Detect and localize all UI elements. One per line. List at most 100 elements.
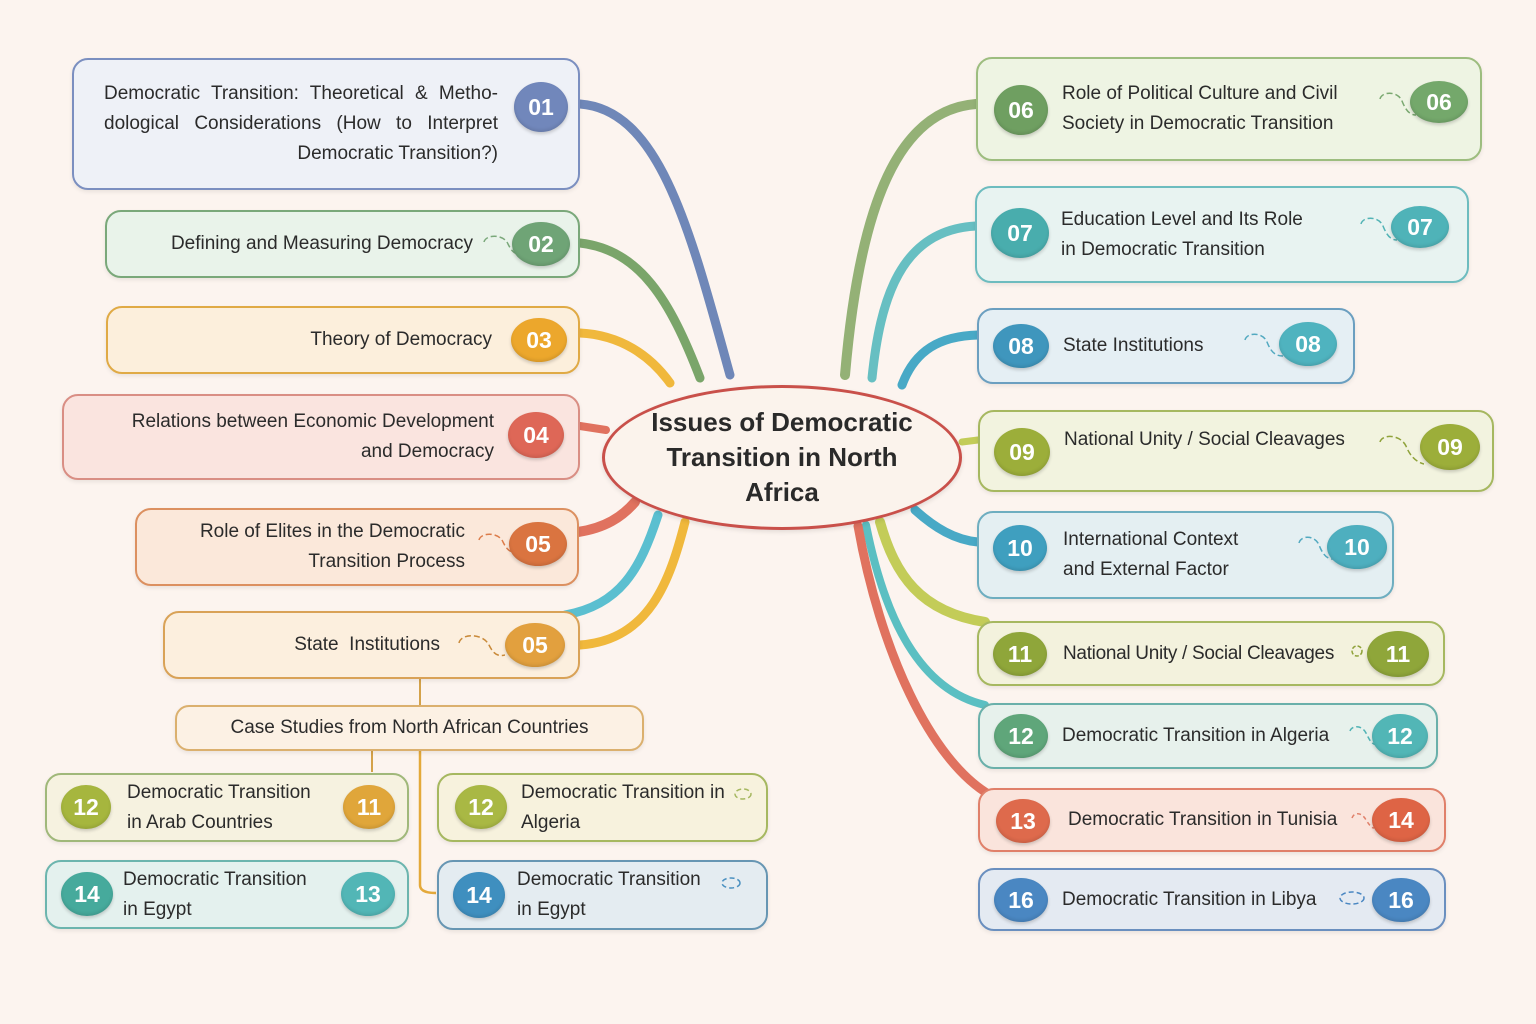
- number-badge-left: 10: [993, 525, 1047, 571]
- number-badge-01: 01: [514, 82, 568, 132]
- topic-node-03[interactable]: Theory of Democracy 03: [106, 306, 580, 374]
- case-label: Democratic Transition in Algeria: [521, 781, 725, 833]
- connector-06: [840, 99, 981, 380]
- topic-node-04[interactable]: Relations between Economic Development a…: [62, 394, 580, 480]
- loop-icon: [734, 788, 752, 800]
- topic-node-01[interactable]: Democratic Transition: Theoretical & Met…: [72, 58, 580, 190]
- topic-label: Education Level and Its Role in Democrat…: [1061, 208, 1303, 260]
- connector-07: [867, 221, 981, 383]
- connector-02: [575, 238, 705, 383]
- connector-05: [573, 497, 640, 537]
- number-badge-right: 13: [341, 872, 395, 916]
- number-badge-right: 07: [1391, 206, 1449, 248]
- topic-label: Defining and Measuring Democracy: [170, 233, 473, 254]
- topic-label: Theory of Democracy: [310, 329, 492, 350]
- topic-label: National Unity / Social Cleavages: [1063, 642, 1335, 664]
- loop-icon: [1379, 92, 1416, 116]
- number-badge-right: 14: [1372, 798, 1430, 842]
- number-badge-left: 13: [996, 799, 1050, 843]
- connector-state-amber: [575, 517, 690, 650]
- topic-label: National Unity / Social Cleavages: [1064, 429, 1345, 450]
- number-badge-left: 08: [993, 324, 1049, 368]
- number-badge-right: 12: [1372, 714, 1428, 758]
- number-badge-right: 06: [1410, 81, 1468, 123]
- topic-node-12[interactable]: 12 Democratic Transition in Algeria 12: [978, 703, 1438, 769]
- number-badge-right: 11: [1367, 631, 1429, 677]
- loop-icon: [1244, 333, 1283, 357]
- connector-04: [576, 422, 610, 434]
- central-topic-title: Issues of Democratic Transition in North…: [651, 407, 913, 507]
- central-topic: Issues of Democratic Transition in North…: [602, 385, 962, 530]
- case-node-egypt-2[interactable]: 14 Democratic Transition in Egypt: [437, 860, 768, 930]
- connector-13: [853, 521, 995, 800]
- number-badge-02: 02: [512, 222, 570, 266]
- number-badge-right: 11: [343, 785, 395, 829]
- number-badge-right: 16: [1372, 878, 1430, 922]
- number-badge-03: 03: [511, 318, 567, 362]
- topic-label: Relations between Economic Development a…: [131, 411, 494, 462]
- topic-node-state-institutions[interactable]: State Institutions 05: [163, 611, 580, 679]
- number-badge-left: 14: [61, 872, 113, 916]
- number-badge-right: 08: [1279, 322, 1337, 366]
- topic-label: Democratic Transition: Theoretical & Met…: [104, 83, 498, 164]
- number-badge-left: 07: [991, 208, 1049, 258]
- case-label: Democratic Transition in Arab Countries: [127, 781, 311, 833]
- case-node-arab-countries[interactable]: 12 Democratic Transition in Arab Countri…: [45, 773, 409, 842]
- topic-label: Democratic Transition in Algeria: [1062, 725, 1330, 746]
- loop-icon: [1298, 536, 1333, 560]
- topic-node-16[interactable]: 16 Democratic Transition in Libya 16: [978, 868, 1446, 931]
- loop-icon: [478, 533, 517, 553]
- loop-icon: [483, 235, 522, 255]
- number-badge-left: 16: [994, 878, 1048, 922]
- topic-label: Democratic Transition in Libya: [1062, 888, 1317, 910]
- connector-10: [910, 505, 983, 547]
- number-badge-left: 12: [61, 785, 111, 829]
- topic-node-02[interactable]: Defining and Measuring Democracy 02: [105, 210, 580, 278]
- number-badge-left: 12: [994, 714, 1048, 758]
- case-studies-heading[interactable]: Case Studies from North African Countrie…: [175, 705, 644, 751]
- topic-node-09[interactable]: 09 National Unity / Social Cleavages 09: [978, 410, 1494, 492]
- case-label: Democratic Transition in Egypt: [517, 869, 701, 920]
- connector-08: [897, 330, 983, 390]
- number-badge-05: 05: [509, 522, 567, 566]
- number-badge-left: 09: [994, 428, 1050, 476]
- topic-label: State Institutions: [294, 634, 440, 655]
- number-badge-left: 12: [455, 785, 507, 829]
- loop-icon: [1360, 217, 1397, 241]
- number-badge-left: 14: [453, 872, 505, 918]
- topic-node-10[interactable]: 10 International Context and External Fa…: [977, 511, 1394, 599]
- connector-03: [575, 328, 675, 388]
- topic-node-08[interactable]: 08 State Institutions 08: [977, 308, 1355, 384]
- connector-12: [862, 521, 989, 709]
- number-badge-left: 11: [993, 632, 1047, 676]
- loop-icon: [1339, 891, 1365, 905]
- loop-icon: [1351, 813, 1374, 829]
- connector-11: [875, 517, 990, 627]
- number-badge-04: 04: [508, 412, 564, 458]
- topic-label: International Context and External Facto…: [1063, 529, 1239, 580]
- topic-label: State Institutions: [1063, 335, 1204, 356]
- loop-icon: [721, 877, 741, 889]
- topic-label: Role of Elites in the Democratic Transit…: [199, 521, 465, 572]
- topic-node-06[interactable]: 06 Role of Political Culture and Civil S…: [976, 57, 1482, 161]
- topic-node-13[interactable]: 13 Democratic Transition in Tunisia 14: [978, 788, 1446, 852]
- topic-label: Role of Political Culture and Civil Soci…: [1062, 83, 1338, 134]
- number-badge-left: 06: [994, 85, 1048, 135]
- number-badge-state: 05: [505, 623, 565, 667]
- connector-01: [575, 99, 735, 380]
- topic-label: Democratic Transition in Tunisia: [1068, 809, 1338, 830]
- topic-node-05[interactable]: Role of Elites in the Democratic Transit…: [135, 508, 579, 586]
- connector-09: [958, 436, 982, 446]
- connector-case-to-egypt: [418, 751, 437, 895]
- loop-icon: [458, 635, 505, 657]
- connector-state-cyan: [560, 510, 663, 620]
- loop-icon: [1379, 435, 1424, 465]
- loop-icon: [1351, 645, 1363, 657]
- topic-node-07[interactable]: 07 Education Level and Its Role in Democ…: [975, 186, 1469, 283]
- case-label: Democratic Transition in Egypt: [123, 868, 307, 920]
- case-node-algeria[interactable]: 12 Democratic Transition in Algeria: [437, 773, 768, 842]
- topic-node-11[interactable]: 11 National Unity / Social Cleavages 11: [977, 621, 1445, 686]
- case-studies-label: Case Studies from North African Countrie…: [230, 717, 589, 738]
- case-node-egypt[interactable]: 14 Democratic Transition in Egypt 13: [45, 860, 409, 929]
